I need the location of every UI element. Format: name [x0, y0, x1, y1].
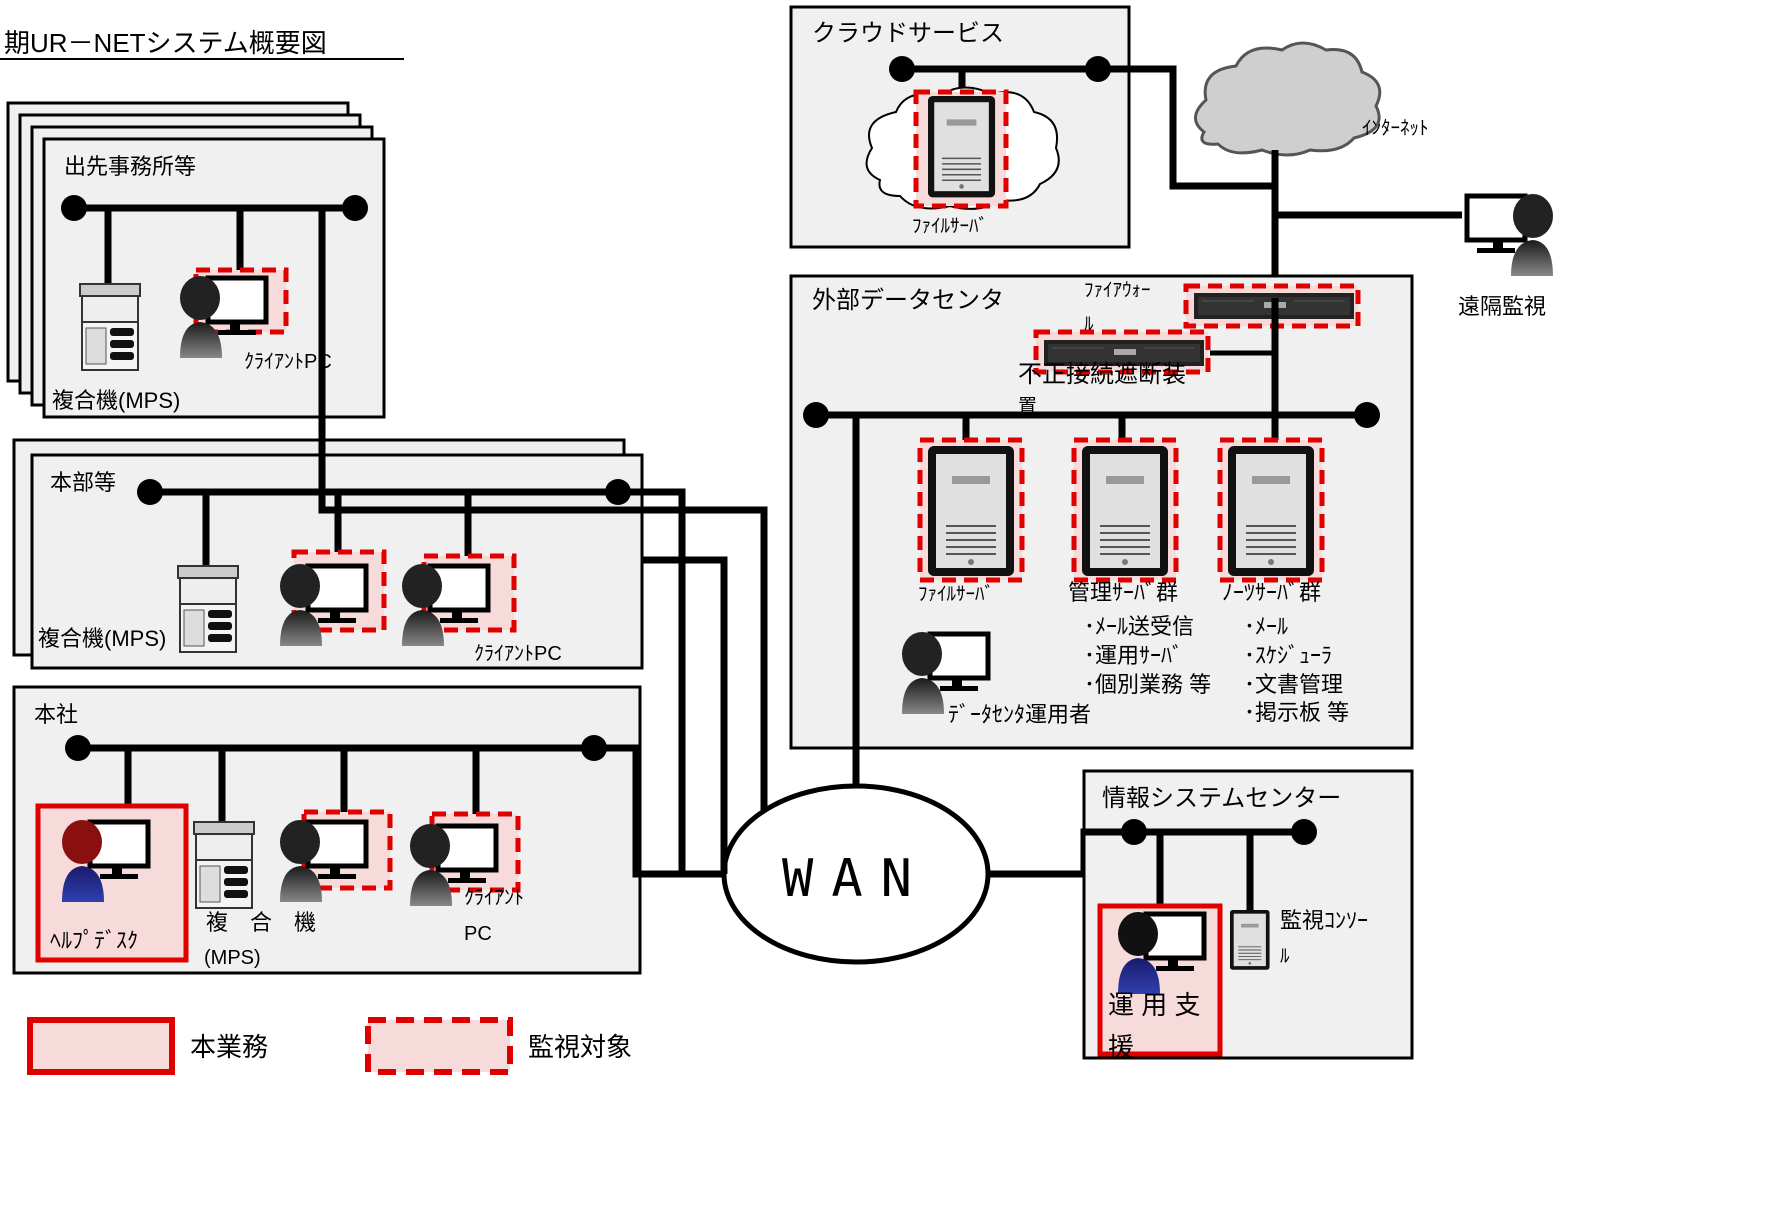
legend-dashed-label: 監視対象	[528, 1032, 632, 1062]
head-office-label: 本社	[34, 702, 78, 727]
helpdesk-label: ﾍﾙﾌﾟﾃﾞｽｸ	[50, 928, 138, 953]
link-hq-wan-2	[642, 556, 728, 874]
cloud-file-server-icon	[927, 95, 996, 199]
dc-file-server-label: ﾌｧｲﾙｻｰﾊﾞ	[918, 583, 994, 605]
dc-file-server-icon	[927, 445, 1015, 577]
notes-item: ･掲示板 等	[1244, 700, 1349, 725]
monitor-console-icon	[1229, 909, 1271, 971]
mgmt-server-icon	[1081, 445, 1169, 577]
mgmt-item: ･運用ｻｰﾊﾞ	[1084, 643, 1183, 668]
diagram-title: 期UR－NETシステム概要図	[4, 28, 327, 58]
monitor-console-label-line1: 監視ｺﾝｿｰ	[1280, 908, 1368, 933]
link-head-office-wan	[594, 744, 724, 878]
remote-monitor-node: 遠隔監視	[1458, 194, 1553, 319]
branch-mfp-label: 複合機(MPS)	[52, 388, 180, 413]
internet-label: ｲﾝﾀｰﾈｯﾄ	[1362, 118, 1429, 139]
hq-client-label: ｸﾗｲｱﾝﾄPC	[474, 643, 562, 665]
datacenter-panel: 外部データセンタ ﾌｧｲｱｳｫｰ ﾙ 不正接続遮断装 置 ﾌｧｲﾙｻｰﾊﾞ 管理…	[789, 274, 1414, 750]
head-office-mfp-icon	[193, 821, 255, 909]
ops-support-label-line1: 運 用 支	[1108, 990, 1200, 1020]
link-cloud-internet	[1098, 65, 1275, 190]
cloud-service-panel: クラウドサービス ﾌｧｲﾙｻｰﾊﾞ	[789, 5, 1131, 249]
legend-solid-swatch	[27, 1017, 175, 1075]
head-office-mfp-label-line2: (MPS)	[204, 947, 261, 969]
info-center-label: 情報システムセンター	[1102, 785, 1341, 812]
hq-panel: 本部等 複合機(MPS) ｸﾗｲｱﾝﾄPC	[38, 470, 631, 665]
head-office-panel: 本社 ﾍﾙﾌﾟﾃﾞｽｸ 複 合 機 (MPS) ｸﾗｲｱﾝﾄ PC	[12, 685, 642, 975]
firewall-label-line2: ﾙ	[1084, 314, 1094, 335]
firewall-label-line1: ﾌｧｲｱｳｫｰ	[1084, 280, 1151, 301]
cloud-service-label: クラウドサービス	[812, 20, 1004, 47]
dc-operator-label: ﾃﾞｰﾀｾﾝﾀ運用者	[948, 702, 1091, 727]
head-office-mfp-label-line1: 複 合 機	[206, 910, 316, 935]
hq-label: 本部等	[50, 470, 116, 495]
link-branch-wan	[318, 208, 768, 810]
legend-dashed-swatch	[365, 1017, 513, 1075]
legend: 本業務 監視対象	[27, 1017, 632, 1075]
branch-mfp-icon	[79, 283, 141, 371]
notes-item: ･ｽｹｼﾞｭｰﾗ	[1244, 643, 1332, 668]
branch-office-label: 出先事務所等	[64, 154, 196, 179]
head-office-client-label-line2: PC	[464, 923, 492, 945]
datacenter-label: 外部データセンタ	[812, 287, 1004, 314]
monitor-console-label-line2: ﾙ	[1280, 946, 1290, 967]
hq-mfp-icon	[177, 565, 239, 653]
branch-client-label: ｸﾗｲｱﾝﾄPC	[244, 351, 332, 373]
wan-label: WAN	[782, 849, 930, 909]
legend-solid-label: 本業務	[190, 1032, 268, 1062]
mgmt-item: ･ﾒｰﾙ送受信	[1084, 614, 1194, 639]
info-center-panel: 情報システムセンター 運 用 支 援 監視ｺﾝｿｰ ﾙ	[1082, 769, 1414, 1062]
ops-support-label-line2: 援	[1108, 1032, 1134, 1062]
internet-cloud-icon	[1194, 41, 1382, 157]
mgmt-group-label: 管理ｻｰﾊﾞ群	[1068, 580, 1178, 605]
notes-item: ･文書管理	[1244, 672, 1343, 697]
cloud-file-server-label: ﾌｧｲﾙｻｰﾊﾞ	[912, 215, 988, 237]
mgmt-item: ･個別業務 等	[1084, 672, 1211, 697]
head-office-client-label-line1: ｸﾗｲｱﾝﾄ	[464, 887, 524, 909]
notes-server-icon	[1227, 445, 1315, 577]
remote-monitor-label: 遠隔監視	[1458, 294, 1546, 319]
notes-item: ･ﾒｰﾙ	[1244, 614, 1288, 639]
notes-group-label: ﾉｰﾂｻｰﾊﾞ群	[1222, 580, 1321, 605]
ips-label-line1: 不正接続遮断装	[1018, 361, 1186, 388]
hq-mfp-label: 複合機(MPS)	[38, 626, 166, 651]
remote-monitor-pc-icon	[1467, 194, 1553, 276]
branch-office-panel: 出先事務所等 ｸﾗｲｱﾝﾄPC 複合機(MPS)	[52, 154, 368, 413]
